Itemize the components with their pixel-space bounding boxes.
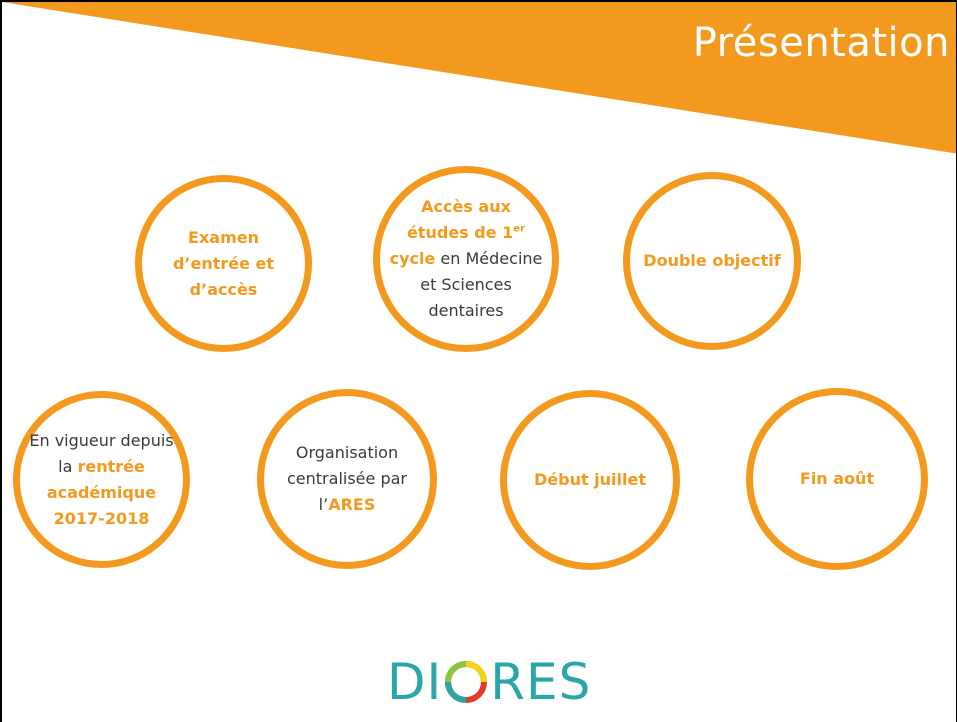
compass-o-icon [445,661,488,703]
highlight-text: Accès aux études de 1 [406,197,514,242]
body-text: en Médecine et Sciences dentaires [420,249,543,320]
circle-organisation: Organisation centralisée par l’ARES [257,389,437,569]
circle-fin-aout: Fin août [746,388,928,570]
body-text: Organisation centralisée par l’ [287,443,407,514]
diores-logo: DI RES [387,652,591,712]
highlight-text: rentrée académique 2017-2018 [46,456,157,528]
circle-debut-juillet: Début juillet [500,390,680,570]
circle-acces-etudes-text: Accès aux études de 1er cycle en Médecin… [380,194,552,324]
superscript-text: er [513,223,525,235]
circle-debut-juillet-text: Début juillet [526,467,654,493]
slide-title: Présentation [692,20,950,66]
highlight-text: Début juillet [533,470,647,489]
highlight-text: Double objectif [643,251,781,270]
circle-en-vigueur: En vigueur depuis la rentrée académique … [13,391,190,568]
circle-en-vigueur-text: En vigueur depuis la rentrée académique … [20,428,183,532]
circle-double-objectif-text: Double objectif [635,248,788,274]
circle-acces-etudes: Accès aux études de 1er cycle en Médecin… [373,166,559,352]
logo-text-right: RES [490,653,592,711]
circle-double-objectif: Double objectif [623,172,801,350]
title-banner [2,2,956,154]
highlight-text: Examen d’entrée et d’accès [172,227,275,299]
body-text: En vigueur depuis la [29,430,174,476]
circle-examen: Examen d’entrée et d’accès [135,175,312,352]
circle-examen-text: Examen d’entrée et d’accès [142,225,305,303]
highlight-text: Fin août [799,469,875,488]
circle-fin-aout-text: Fin août [792,466,882,492]
logo-text-left: DI [387,653,443,711]
highlight-text: ARES [328,495,376,514]
circle-organisation-text: Organisation centralisée par l’ARES [264,440,430,518]
highlight-text: cycle [389,249,436,268]
